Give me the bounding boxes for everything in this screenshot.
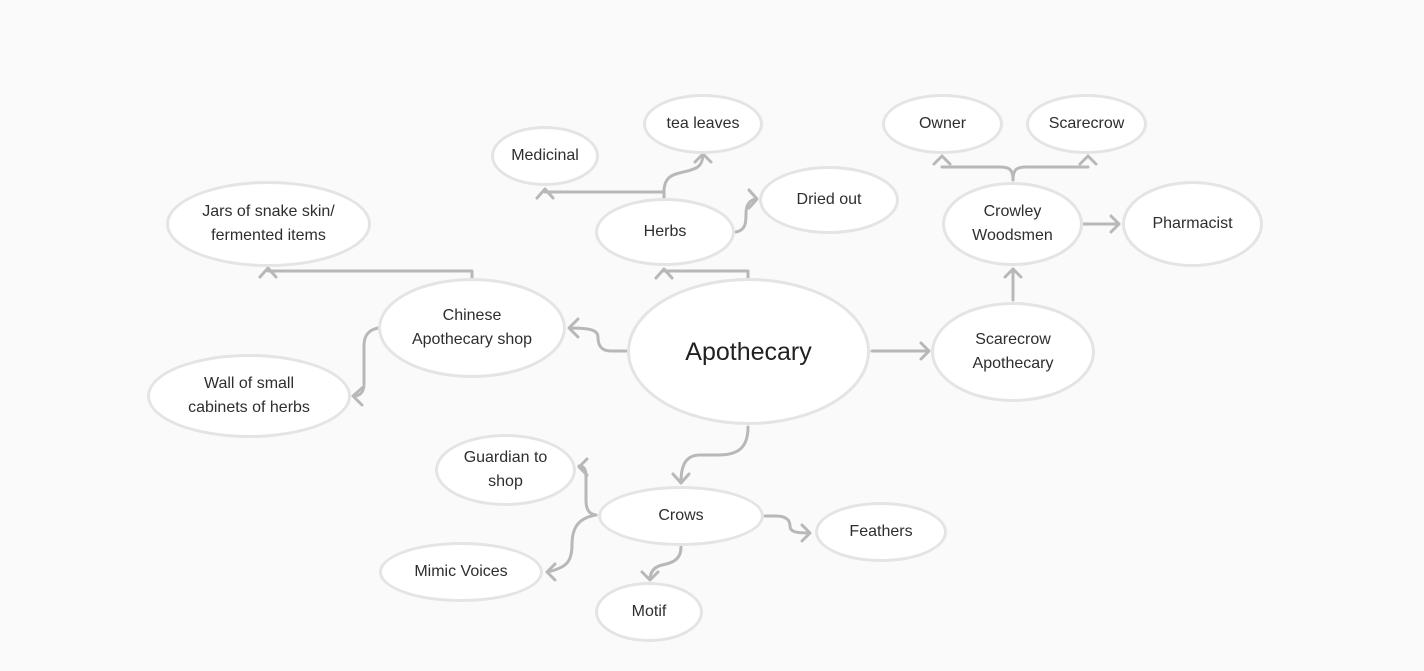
node-scarecrow-apothecary[interactable]: Scarecrow Apothecary	[931, 302, 1095, 402]
node-pharmacist[interactable]: Pharmacist	[1122, 181, 1263, 267]
node-wall-cabinets-label: Wall of small cabinets of herbs	[188, 375, 310, 416]
node-chinese-apothecary-shop-label: Chinese Apothecary shop	[411, 307, 533, 348]
node-owner[interactable]: Owner	[882, 94, 1003, 154]
edge-apothecary-crows	[671, 425, 750, 485]
node-tea-leaves-label: tea leaves	[666, 115, 740, 132]
node-owner-label: Owner	[918, 115, 967, 132]
edge-chinese-shop-wall	[351, 326, 380, 407]
node-jars[interactable]: Jars of snake skin/ fermented items	[166, 181, 371, 267]
edge-apothecary-herbs	[654, 267, 750, 280]
node-crowley-woodsmen-label: Crowley Woodsmen	[972, 203, 1053, 244]
node-dried-out[interactable]: Dried out	[759, 166, 899, 234]
node-dried-out-label: Dried out	[796, 191, 862, 208]
node-motif-label: Motif	[631, 603, 667, 620]
node-mimic-voices[interactable]: Mimic Voices	[379, 542, 543, 602]
node-feathers-label: Feathers	[849, 523, 913, 540]
node-scarecrow-label: Scarecrow	[1048, 115, 1125, 132]
edge-herbs-tea-leaves	[662, 152, 713, 194]
edge-crowley-pharmacist	[1082, 214, 1121, 234]
node-guardian-to-shop[interactable]: Guardian to shop	[435, 434, 576, 506]
node-apothecary-label: Apothecary	[685, 337, 812, 366]
edge-scarecrow-apothecary-crowley	[1003, 267, 1023, 302]
node-jars-label: Jars of snake skin/ fermented items	[202, 203, 335, 244]
node-chinese-apothecary-shop[interactable]: Chinese Apothecary shop	[378, 278, 566, 378]
node-crows[interactable]: Crows	[598, 486, 764, 546]
edge-apothecary-chinese-shop	[567, 317, 629, 353]
edge-herbs-dried-out	[734, 188, 759, 234]
edge-crowley-owner	[932, 154, 1015, 182]
node-motif[interactable]: Motif	[595, 582, 703, 642]
node-scarecrow[interactable]: Scarecrow	[1026, 94, 1147, 154]
edge-crows-motif	[640, 545, 683, 582]
node-scarecrow-apothecary-label: Scarecrow Apothecary	[972, 331, 1054, 372]
node-herbs-label: Herbs	[643, 223, 687, 240]
node-crows-label: Crows	[658, 507, 704, 524]
node-mimic-voices-label: Mimic Voices	[414, 563, 508, 580]
node-guardian-to-shop-label: Guardian to shop	[463, 449, 548, 490]
node-apothecary[interactable]: Apothecary	[627, 278, 870, 425]
node-feathers[interactable]: Feathers	[815, 502, 947, 562]
node-medicinal[interactable]: Medicinal	[491, 126, 599, 186]
edge-crows-feathers	[763, 514, 812, 543]
edge-crows-guardian	[577, 457, 598, 517]
node-medicinal-label: Medicinal	[511, 147, 579, 164]
node-crowley-woodsmen[interactable]: Crowley Woodsmen	[942, 182, 1083, 266]
edge-apothecary-scarecrow-apothecary	[870, 341, 931, 361]
edge-chinese-shop-jars	[258, 266, 474, 281]
node-wall-cabinets[interactable]: Wall of small cabinets of herbs	[147, 354, 351, 438]
edge-crowley-scarecrow	[1011, 154, 1098, 182]
edge-crows-mimic	[545, 513, 598, 582]
node-pharmacist-label: Pharmacist	[1152, 215, 1233, 232]
node-herbs[interactable]: Herbs	[595, 198, 735, 266]
node-tea-leaves[interactable]: tea leaves	[643, 94, 763, 154]
